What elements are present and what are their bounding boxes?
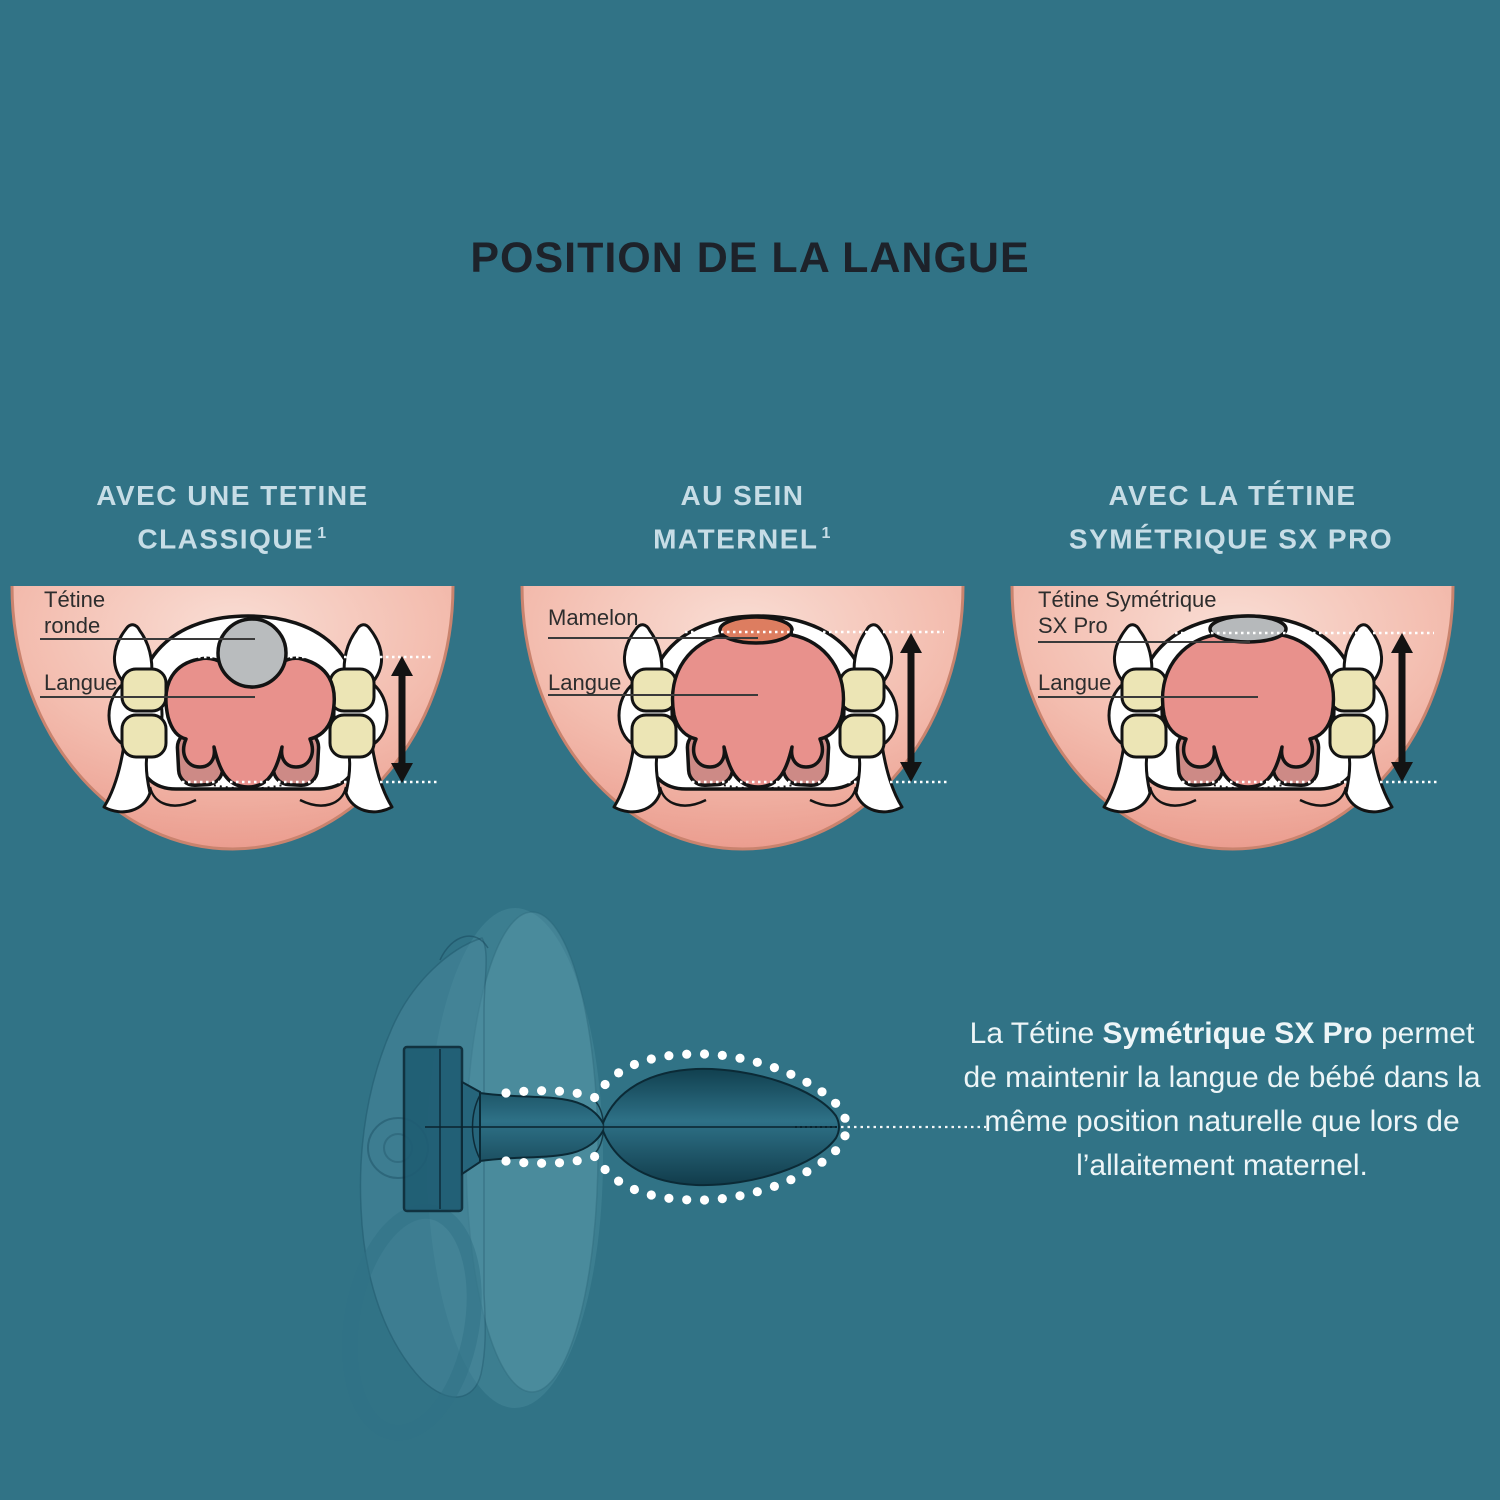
footnote-mark: 1	[317, 525, 328, 542]
tongue-range-arrow	[391, 656, 413, 783]
label-leader-lines	[1038, 641, 1258, 698]
measure-dotted-lines	[1170, 631, 1438, 784]
caption-suffix: permet de maintenir la langue de bébé da…	[963, 1017, 1481, 1182]
pacifier-knob	[402, 1045, 464, 1213]
diagram-classic-teat	[10, 584, 455, 851]
tongue-label: Langue	[1038, 670, 1112, 695]
teat-label: Tétine ronde	[44, 587, 106, 638]
heading-line2: SYMÉTRIQUE SX PRO	[1068, 523, 1394, 555]
classic-round-teat	[216, 617, 288, 689]
heading-line1: AU SEIN	[680, 480, 805, 511]
teat-outline-dots	[501, 1049, 850, 1205]
pacifier-illustration	[342, 908, 986, 1441]
heading-line2: MATERNEL	[653, 523, 819, 555]
page-title: POSITION DE LA LANGUE	[470, 234, 1030, 282]
heading-line2: CLASSIQUE	[137, 523, 315, 555]
teat-base-flange	[461, 1080, 481, 1176]
label-leader-lines	[40, 638, 255, 698]
tongue-label: Langue	[548, 670, 622, 695]
diagram-labels-breast: Mamelon Langue	[520, 585, 965, 851]
diagram-sxpro-teat	[1010, 584, 1455, 851]
product-caption: La Tétine Symétrique SX Pro permet de ma…	[962, 1012, 1482, 1188]
diagram-breast	[520, 584, 965, 851]
footnote-mark: 1	[821, 525, 832, 542]
heading-sxpro-teat: AVEC LA TÉTINE SYMÉTRIQUE SX PRO	[1010, 477, 1455, 558]
caption-prefix: La Tétine	[969, 1017, 1103, 1050]
teat-label: Tétine Symétrique SX Pro	[1038, 587, 1217, 638]
label-leader-lines	[548, 637, 758, 696]
measure-dotted-lines	[170, 655, 438, 784]
teat-label: Mamelon	[548, 605, 639, 630]
tongue-label: Langue	[44, 670, 118, 695]
measure-dotted-lines	[680, 630, 948, 784]
nipple	[718, 615, 794, 645]
diagram-labels-classic: Tétine ronde Langue	[10, 585, 455, 851]
heading-line1: AVEC LA TÉTINE	[1108, 480, 1357, 511]
heading-line1: AVEC UNE TETINE	[96, 480, 369, 511]
tongue-range-arrow	[1391, 633, 1413, 782]
caption-product-name: Symétrique SX Pro	[1102, 1017, 1373, 1050]
diagram-labels-sxpro: Tétine Symétrique SX Pro Langue	[1010, 585, 1455, 851]
tongue-range-arrow	[900, 633, 922, 782]
